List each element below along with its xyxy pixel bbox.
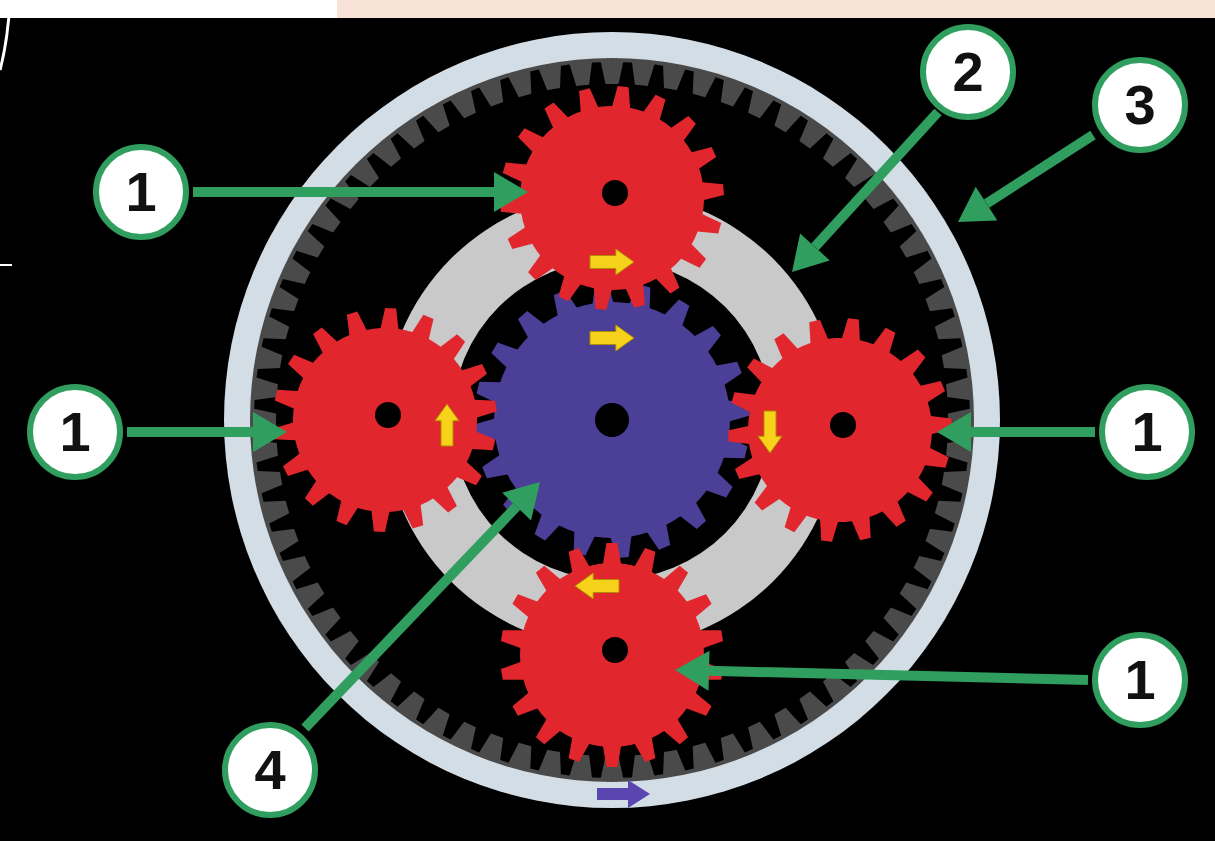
callout-circle: 1 [1092,632,1188,728]
leader-line [987,135,1093,204]
leader-arrowhead [675,651,710,691]
leader-arrowhead [494,172,528,212]
planet-gear [501,543,723,767]
ring-motion-arrow [597,780,650,808]
leader-line [305,507,517,728]
planet-gear-hole [602,637,628,663]
callout-circle: 1 [93,144,189,240]
ring-gear-body [224,32,1000,808]
leader-arrowhead [792,233,830,272]
sun-gear-hole [595,403,629,437]
corner-panel [0,0,337,18]
callout-circle: 4 [222,722,318,818]
motion-arrow [758,411,782,453]
callout-circle: 1 [27,384,123,480]
planet-gear-hole [375,402,401,428]
motion-arrow [575,573,619,599]
leader-line [709,671,1088,680]
motion-arrow [590,325,634,351]
planet-gear-hole [602,180,628,206]
leader-arrowhead [253,412,287,452]
corner-line [0,264,12,266]
callout-circle: 3 [1092,57,1188,153]
planet-gear [273,308,496,532]
callout-number: 1 [59,404,90,460]
callout-number: 3 [1124,77,1155,133]
leader-line [815,112,938,247]
motion-arrow [590,249,634,275]
planet-gear [728,318,952,541]
callout-circle: 1 [1099,384,1195,480]
callout-number: 1 [1124,652,1155,708]
leader-arrowhead [937,412,971,452]
top-band [337,0,1215,18]
callout-number: 4 [254,742,285,798]
planet-gear [500,86,724,310]
corner-arc [0,0,10,70]
callout-number: 1 [1131,404,1162,460]
callout-circle: 2 [920,24,1016,120]
sun-gear [474,282,750,558]
leader-line [193,187,494,197]
leader-arrowhead [502,482,540,520]
leader-arrowhead [958,187,997,222]
leader-line [971,427,1095,437]
planet-gear-hole [830,412,856,438]
leader-line [127,427,253,437]
callout-number: 1 [125,164,156,220]
callout-number: 2 [952,44,983,100]
carrier-inner [452,260,772,580]
motion-arrow [435,404,459,446]
